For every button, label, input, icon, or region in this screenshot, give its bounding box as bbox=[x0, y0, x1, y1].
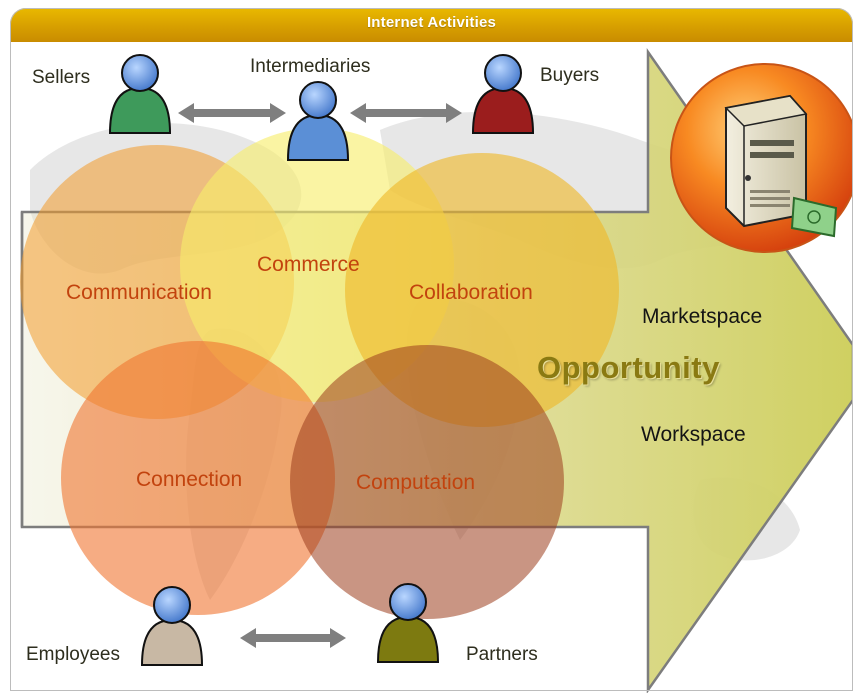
label-computation: Computation bbox=[356, 471, 476, 494]
label-opportunity: Opportunity bbox=[537, 350, 720, 385]
label-workspace: Workspace bbox=[641, 423, 746, 446]
person-icon bbox=[108, 54, 172, 134]
label-commerce: Commerce bbox=[257, 253, 360, 276]
double-arrow-icon bbox=[178, 103, 286, 123]
money-icon bbox=[790, 196, 838, 238]
person-icon bbox=[286, 81, 350, 161]
label-collaboration: Collaboration bbox=[409, 281, 533, 304]
person-icon bbox=[376, 583, 440, 663]
circle-connection bbox=[61, 341, 335, 615]
label-intermediaries: Intermediaries bbox=[250, 56, 371, 77]
label-sellers: Sellers bbox=[32, 67, 91, 88]
double-arrow-icon bbox=[350, 103, 462, 123]
double-arrow-icon bbox=[240, 628, 346, 648]
label-communication: Communication bbox=[66, 281, 212, 304]
circle-computation bbox=[290, 345, 564, 619]
label-connection: Connection bbox=[136, 468, 243, 491]
label-partners: Partners bbox=[466, 644, 538, 665]
label-marketspace: Marketspace bbox=[642, 305, 763, 328]
header-title: Internet Activities bbox=[366, 14, 497, 31]
person-icon bbox=[471, 54, 535, 134]
label-employees: Employees bbox=[26, 644, 120, 665]
person-icon bbox=[140, 586, 204, 666]
header-bar: Internet Activities bbox=[10, 8, 853, 42]
label-buyers: Buyers bbox=[540, 65, 600, 86]
